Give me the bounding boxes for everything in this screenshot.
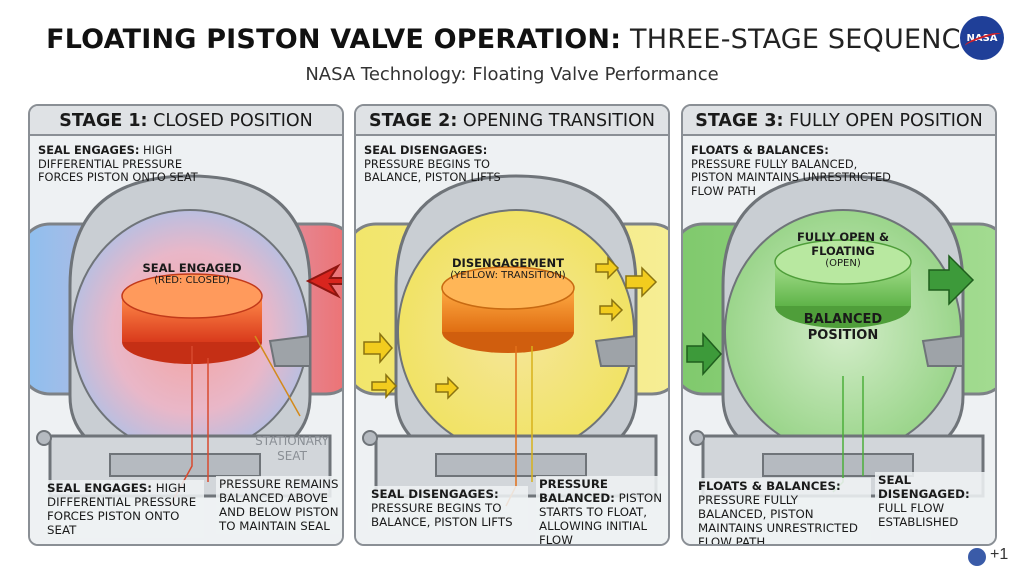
- stage-1-note-right: PRESSURE REMAINS BALANCED ABOVE AND BELO…: [216, 476, 342, 534]
- stage-2-valve-illustration: [356, 136, 668, 544]
- nasa-logo: NASA: [960, 16, 1004, 60]
- stage-3-note-left-bold: FLOATS & BALANCES:: [698, 479, 841, 493]
- stage-3-top-note-rest: PRESSURE FULLY BALANCED, PISTON MAINTAIN…: [691, 156, 891, 198]
- stage-3-note-right: SEAL DISENGAGED: FULL FLOW ESTABLISHED: [875, 472, 995, 530]
- stage-3-piston-label: FULLY OPEN & FLOATING (OPEN): [775, 230, 911, 269]
- stage-1-stationary-seat-label: STATIONARY SEAT: [255, 434, 329, 463]
- stage-2-header: STAGE 2: OPENING TRANSITION: [356, 106, 668, 136]
- stage-1-head-bold: STAGE 1:: [59, 111, 148, 131]
- stage-2-piston-sub: (YELLOW: TRANSITION): [450, 270, 566, 281]
- title-bold: FLOATING PISTON VALVE OPERATION:: [46, 24, 622, 55]
- stage-3-piston-main: FULLY OPEN & FLOATING: [796, 230, 890, 258]
- stage-1-top-note-rest: HIGH DIFFERENTIAL PRESSURE FORCES PISTON…: [38, 143, 198, 184]
- title-rest: THREE-STAGE SEQUENCE: [630, 24, 978, 55]
- stage-3-note-right-bold: SEAL DISENGAGED:: [878, 473, 970, 501]
- stage-1-top-note-bold: SEAL ENGAGES:: [38, 143, 140, 157]
- stage-2-panel: STAGE 2: OPENING TRANSITION: [354, 104, 670, 546]
- stage-1-piston-label: SEAL ENGAGED (RED: CLOSED): [122, 261, 262, 286]
- stage-1-top-note: SEAL ENGAGES: HIGH DIFFERENTIAL PRESSURE…: [38, 143, 218, 185]
- stage-2-head-bold: STAGE 2:: [369, 111, 458, 131]
- stage-1-note-left-rest: HIGH DIFFERENTIAL PRESSURE FORCES PISTON…: [47, 481, 197, 537]
- stage-2-top-note: SEAL DISENGAGES: PRESSURE BEGINS TO BALA…: [364, 143, 504, 185]
- stage-1-panel: STAGE 1: CLOSED POSITION: [28, 104, 344, 546]
- stage-2-piston-label: DISENGAGEMENT (YELLOW: TRANSITION): [442, 256, 574, 281]
- small-badge-icon: [968, 548, 986, 566]
- stage-1-header: STAGE 1: CLOSED POSITION: [30, 106, 342, 136]
- plus-count: +1: [990, 546, 1009, 563]
- page-subtitle: NASA Technology: Floating Valve Performa…: [305, 64, 719, 85]
- page-title: FLOATING PISTON VALVE OPERATION: THREE-S…: [0, 24, 1024, 55]
- stage-2-note-right-bold: PRESSURE BALANCED:: [539, 477, 615, 505]
- stage-2-note-left: SEAL DISENGAGES: PRESSURE BEGINS TO BALA…: [368, 486, 528, 530]
- stage-2-note-right: PRESSURE BALANCED: PISTON STARTS TO FLOA…: [536, 476, 668, 546]
- stage-3-top-note-bold: FLOATS & BALANCES:: [691, 143, 829, 157]
- stage-1-piston-sub: (RED: CLOSED): [154, 275, 230, 286]
- stage-3-piston-sub: (OPEN): [825, 258, 861, 269]
- stage-3-balanced-label: BALANCED POSITION: [775, 312, 911, 344]
- stage-1-note-left-bold: SEAL ENGAGES:: [47, 481, 153, 495]
- stage-3-balanced-text: BALANCED POSITION: [803, 312, 883, 343]
- stage-2-head-rest: OPENING TRANSITION: [462, 111, 655, 131]
- stage-1-note-left: SEAL ENGAGES: HIGH DIFFERENTIAL PRESSURE…: [44, 480, 204, 538]
- stage-3-note-left: FLOATS & BALANCES: PRESSURE FULLY BALANC…: [695, 478, 871, 546]
- stage-2-note-left-rest: PRESSURE BEGINS TO BALANCE, PISTON LIFTS: [371, 501, 513, 529]
- stage-3-note-right-rest: FULL FLOW ESTABLISHED: [878, 501, 959, 529]
- stage-1-note-right-rest: PRESSURE REMAINS BALANCED ABOVE AND BELO…: [219, 477, 339, 533]
- stage-3-header: STAGE 3: FULLY OPEN POSITION: [683, 106, 995, 136]
- stage-2-note-right-rest: PISTON STARTS TO FLOAT, ALLOWING INITIAL…: [539, 491, 663, 546]
- stage-1-piston-main: SEAL ENGAGED: [142, 261, 242, 275]
- stage-1-head-rest: CLOSED POSITION: [153, 111, 313, 131]
- stage-2-note-left-bold: SEAL DISENGAGES:: [371, 487, 499, 501]
- stage-3-panel: STAGE 3: FULLY OPEN POSITION: [681, 104, 997, 546]
- stage-3-top-note: FLOATS & BALANCES: PRESSURE FULLY BALANC…: [691, 143, 891, 198]
- stage-3-note-left-rest: PRESSURE FULLY BALANCED, PISTON MAINTAIN…: [698, 493, 858, 546]
- stage-2-top-note-rest: PRESSURE BEGINS TO BALANCE, PISTON LIFTS: [364, 156, 501, 184]
- stage-3-head-bold: STAGE 3:: [695, 111, 784, 131]
- stage-2-piston-main: DISENGAGEMENT: [452, 256, 564, 270]
- stage-3-head-rest: FULLY OPEN POSITION: [789, 111, 983, 131]
- stage-2-top-note-bold: SEAL DISENGAGES:: [364, 143, 488, 157]
